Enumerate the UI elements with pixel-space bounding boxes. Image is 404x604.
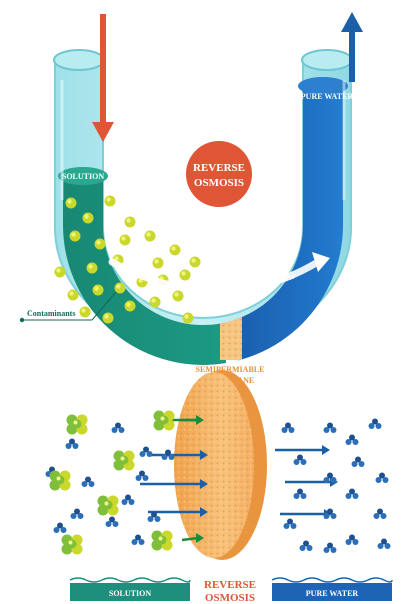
contaminant-ball bbox=[169, 244, 181, 256]
right-tube-rim bbox=[301, 49, 353, 71]
contaminant-ball bbox=[92, 284, 104, 296]
water-molecule-icon bbox=[368, 418, 382, 429]
water-molecule-icon bbox=[323, 472, 337, 483]
contaminant-ball bbox=[69, 230, 81, 242]
water-molecule-icon bbox=[161, 449, 175, 460]
contaminant-ball bbox=[67, 289, 79, 301]
semipermeable-membrane-disc bbox=[174, 370, 267, 560]
contaminant-particles bbox=[54, 195, 201, 324]
contaminant-cluster-icon bbox=[113, 450, 135, 471]
bottom-solution-band bbox=[69, 577, 191, 601]
input-pressure-arrow-icon bbox=[92, 14, 114, 142]
membrane-label-line1: SEMIPERMIABLE bbox=[196, 365, 265, 374]
contaminant-cluster-icon bbox=[66, 414, 88, 435]
water-molecule-icon bbox=[65, 438, 79, 449]
bottom-pure-water-label: PURE WATER bbox=[306, 589, 359, 598]
molecules bbox=[45, 410, 391, 555]
tube-pure-water-label: PURE WATER bbox=[301, 92, 354, 101]
contaminant-ball bbox=[149, 296, 161, 308]
contaminant-ball bbox=[102, 312, 114, 324]
output-flow-arrow-icon bbox=[341, 12, 363, 82]
water-molecule-icon bbox=[345, 534, 359, 545]
water-molecule-icon bbox=[377, 538, 391, 549]
contaminant-cluster-icon bbox=[49, 470, 71, 491]
contaminant-ball bbox=[104, 195, 116, 207]
water-flow-arrow bbox=[108, 252, 330, 295]
flow-arrow-icon bbox=[140, 479, 208, 489]
contaminants-callout bbox=[19, 291, 117, 323]
contaminant-ball bbox=[124, 300, 136, 312]
contaminant-ball bbox=[119, 234, 131, 246]
water-molecule-icon bbox=[70, 508, 84, 519]
flow-arrow-icon bbox=[148, 507, 208, 517]
water-molecule-icon bbox=[111, 422, 125, 433]
water-molecule-icon bbox=[283, 518, 297, 529]
water-molecule-icon bbox=[131, 534, 145, 545]
flow-arrow-icon bbox=[275, 445, 330, 455]
tube-solution-label: SOLUTION bbox=[62, 172, 104, 181]
contaminant-ball bbox=[189, 256, 201, 268]
water-molecule-icon bbox=[121, 494, 135, 505]
contaminant-ball bbox=[172, 290, 184, 302]
water-molecule-icon bbox=[323, 508, 337, 519]
water-molecule-icon bbox=[351, 456, 365, 467]
contaminant-cluster-icon bbox=[153, 410, 175, 431]
water-molecule-icon bbox=[375, 472, 389, 483]
left-tube-rim bbox=[53, 49, 105, 71]
contaminant-ball bbox=[152, 257, 164, 269]
title-line2: OSMOSIS bbox=[194, 177, 244, 189]
contaminant-cluster-icon bbox=[61, 534, 83, 555]
water-molecule-icon bbox=[293, 454, 307, 465]
contaminant-ball bbox=[79, 306, 91, 318]
water-molecule-icon bbox=[135, 470, 149, 481]
contaminant-ball bbox=[54, 266, 66, 278]
bottom-title-line2: OSMOSIS bbox=[205, 592, 255, 604]
contaminant-ball bbox=[182, 312, 194, 324]
water-molecule-icon bbox=[373, 508, 387, 519]
water-molecule-icon bbox=[345, 434, 359, 445]
water-molecule-icon bbox=[53, 522, 67, 533]
water-molecule-icon bbox=[105, 516, 119, 527]
water-molecule-icon bbox=[147, 511, 161, 522]
solution-surface bbox=[58, 167, 108, 185]
water-molecule-icon bbox=[323, 542, 337, 553]
contaminant-ball bbox=[82, 212, 94, 224]
contaminant-ball bbox=[86, 262, 98, 274]
contaminant-ball bbox=[144, 230, 156, 242]
bottom-title-line1: REVERSE bbox=[204, 579, 256, 591]
bottom-pure-water-band bbox=[271, 577, 393, 601]
contaminant-cluster-icon bbox=[97, 495, 119, 516]
contaminants-label: Contaminants bbox=[27, 309, 75, 318]
water-molecule-icon bbox=[323, 422, 337, 433]
contaminant-ball bbox=[65, 197, 77, 209]
title-line1: REVERSE bbox=[193, 162, 245, 174]
water-molecule-icon bbox=[81, 476, 95, 487]
water-molecule-icon bbox=[293, 488, 307, 499]
contaminant-ball bbox=[124, 216, 136, 228]
pure-water-surface bbox=[298, 77, 348, 95]
flow-arrow-icon bbox=[285, 477, 338, 487]
title-badge bbox=[186, 141, 252, 207]
contaminant-ball bbox=[94, 238, 106, 250]
contaminant-ball bbox=[114, 282, 126, 294]
water-molecule-icon bbox=[345, 488, 359, 499]
bottom-solution-label: SOLUTION bbox=[109, 589, 151, 598]
water-molecule-icon bbox=[281, 422, 295, 433]
contaminant-cluster-icon bbox=[151, 530, 173, 551]
flow-arrow-icon bbox=[150, 450, 208, 460]
flow-arrow-icon bbox=[181, 533, 204, 543]
water-molecule-icon bbox=[139, 446, 153, 457]
contaminant-ball bbox=[179, 269, 191, 281]
water-molecule-icon bbox=[299, 540, 313, 551]
